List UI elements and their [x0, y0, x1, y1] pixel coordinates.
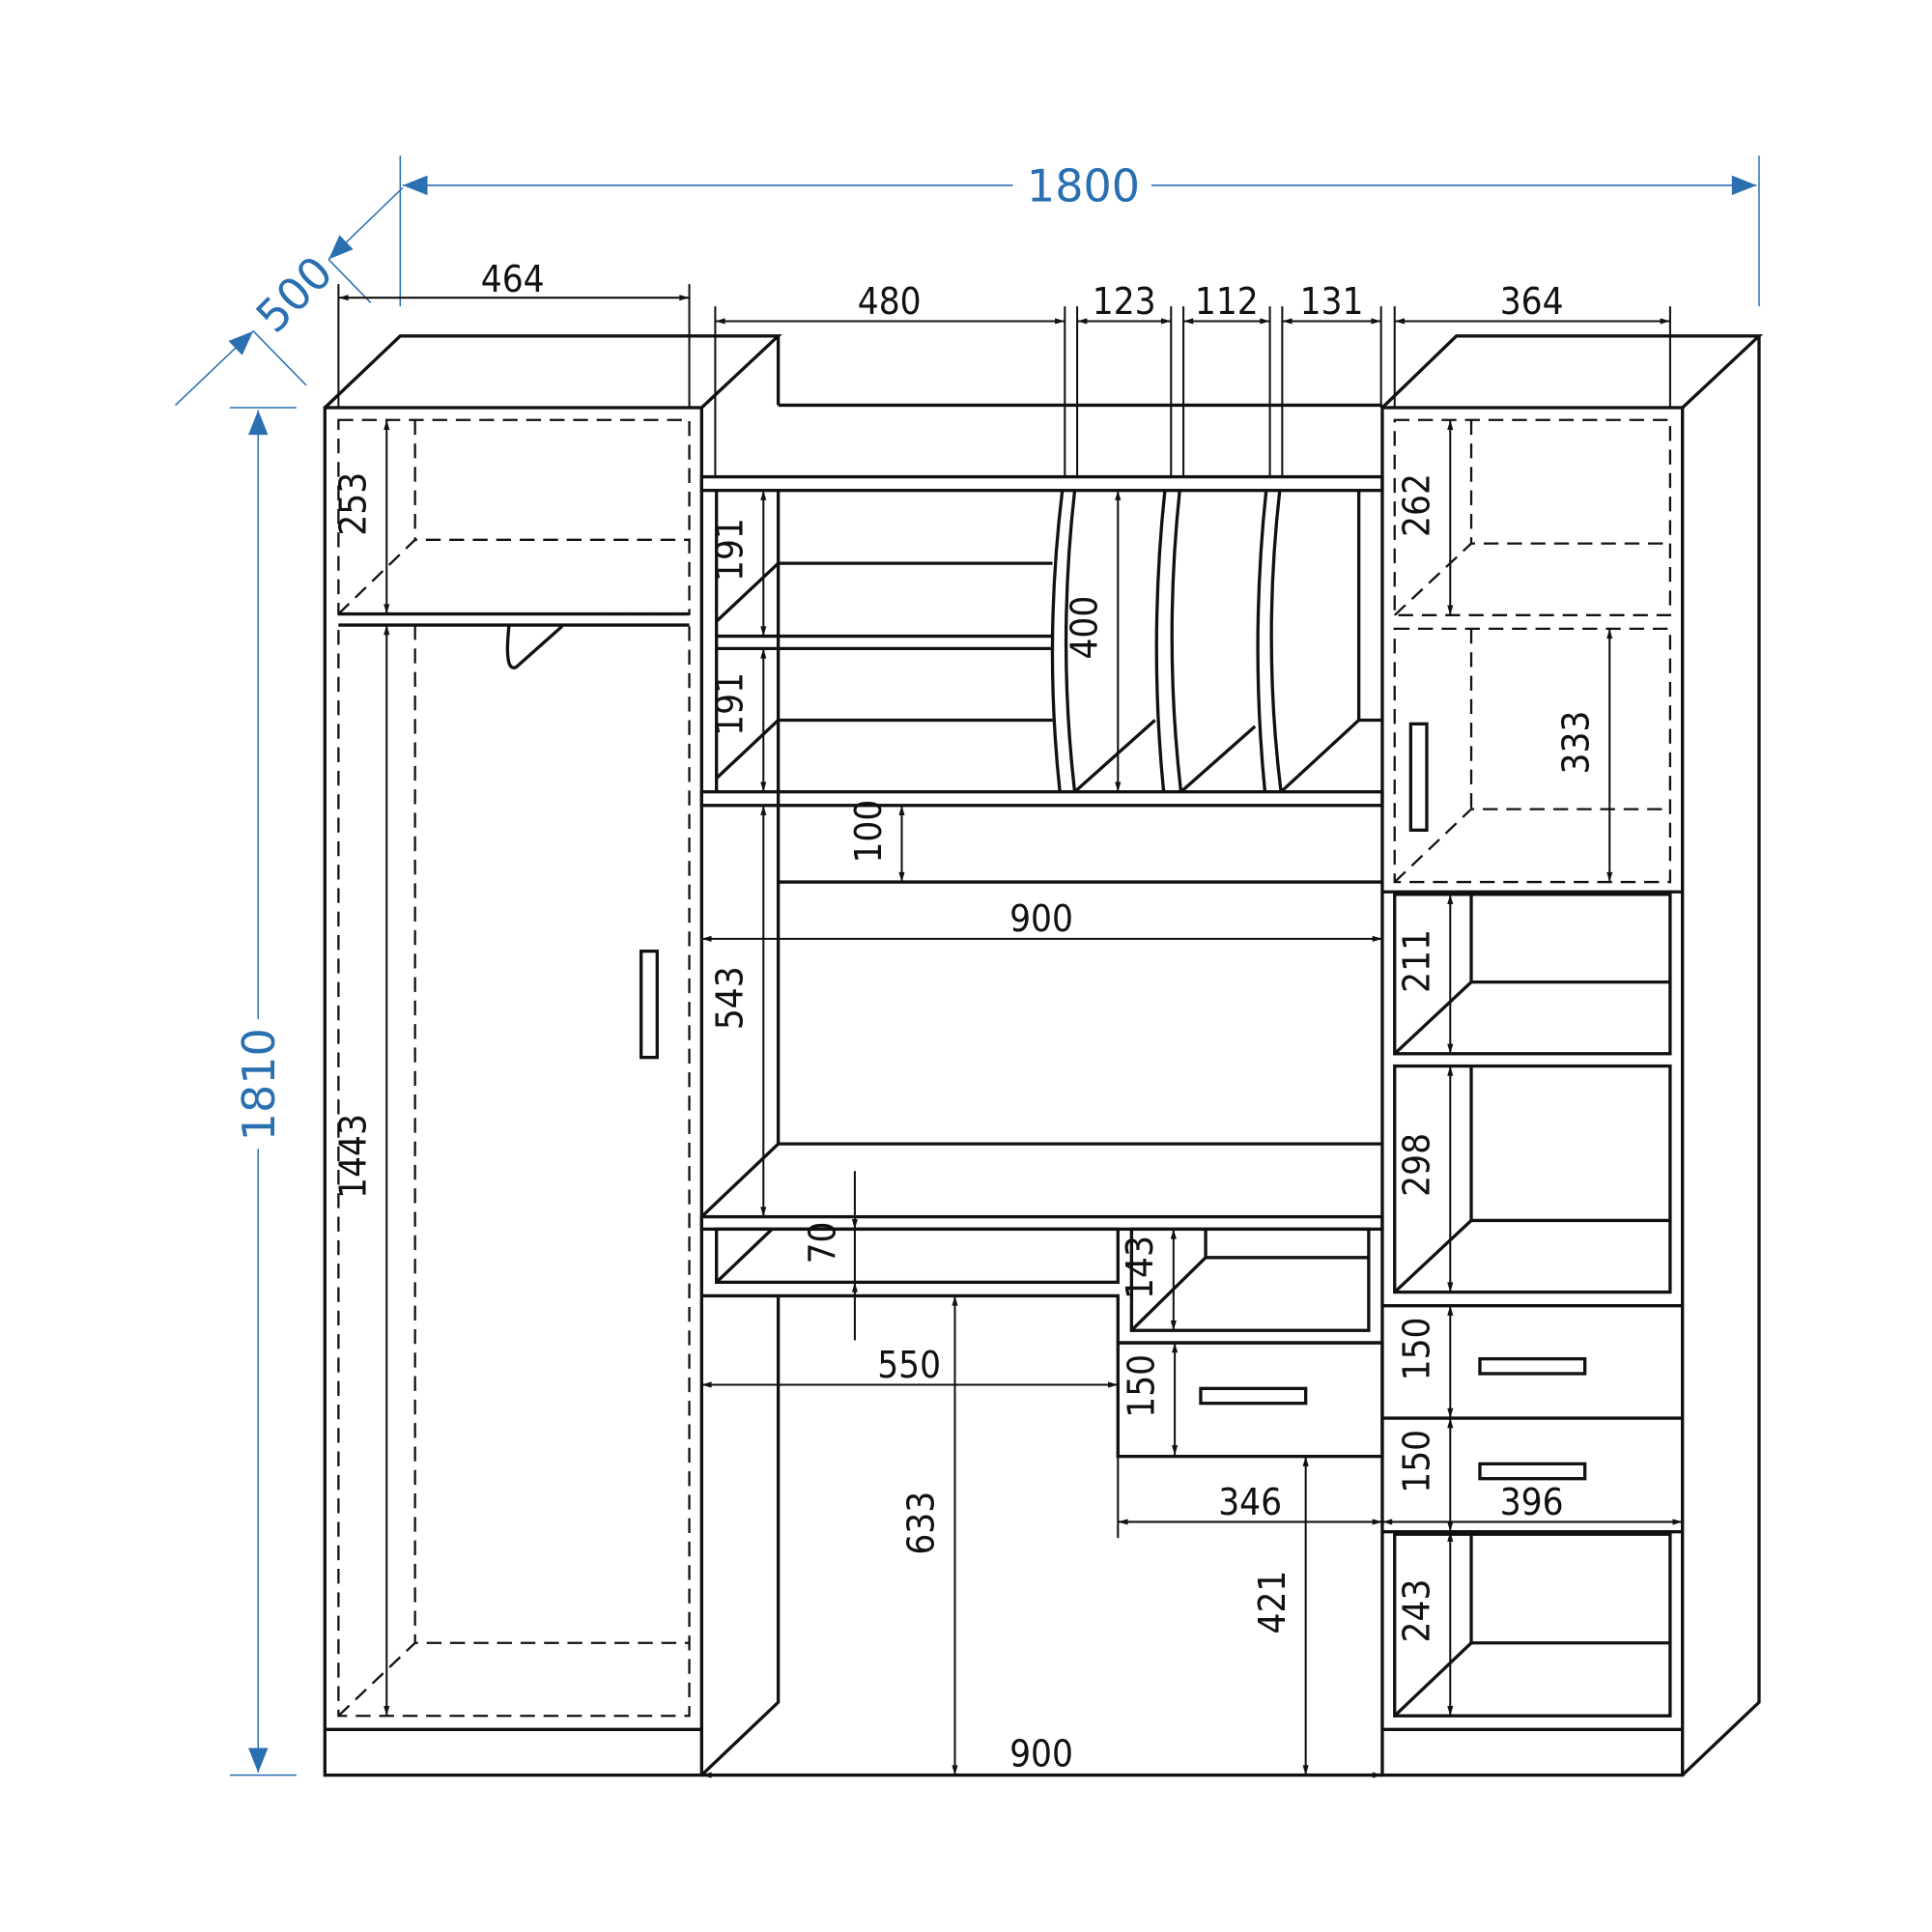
dim-label: 131 [1300, 280, 1364, 324]
dim-label: 333 [1555, 711, 1599, 775]
right-cabinet [1380, 334, 1764, 1777]
dim-label: 262 [1396, 473, 1439, 537]
dim-label: 150 [1396, 1430, 1439, 1493]
dim-label: 421 [1251, 1571, 1294, 1634]
overall-width-label: 1800 [1027, 159, 1140, 212]
dim-label: 70 [801, 1221, 844, 1264]
dim-label: 464 [481, 258, 545, 301]
dim-label: 396 [1500, 1481, 1564, 1524]
dim-label: 243 [1396, 1579, 1439, 1643]
dim-label: 150 [1396, 1317, 1439, 1380]
dimensions: 464 480 123 112 131 364 253 1443 191 191… [332, 258, 1683, 1778]
dim-label: 346 [1218, 1481, 1282, 1524]
dim-label: 191 [709, 518, 753, 582]
overall-height-label: 1810 [233, 1028, 285, 1141]
door-handle [1408, 722, 1429, 832]
dim-label: 900 [1009, 1733, 1073, 1776]
dim-label: 1443 [332, 1114, 376, 1199]
dim-label: 211 [1396, 929, 1439, 993]
dim-label: 550 [877, 1344, 941, 1387]
dim-label: 400 [1064, 596, 1107, 660]
door-handle [639, 949, 659, 1060]
dim-label: 253 [332, 472, 376, 536]
dim-label: 143 [1119, 1236, 1162, 1299]
dim-label: 123 [1093, 280, 1156, 324]
hanger-hook-icon [505, 625, 563, 669]
dim-label: 150 [1120, 1354, 1163, 1418]
dim-label: 633 [900, 1492, 944, 1555]
dim-label: 298 [1396, 1133, 1439, 1197]
dim-label: 364 [1500, 280, 1564, 324]
dim-label: 480 [858, 280, 922, 324]
drawer-handle [1199, 1386, 1308, 1406]
dim-label: 100 [847, 800, 891, 864]
dim-label: 112 [1195, 280, 1259, 324]
left-cabinet [323, 334, 782, 1777]
middle-section [699, 403, 1384, 1777]
overall-depth-label: 500 [245, 245, 342, 342]
drawer-handle [1478, 1462, 1587, 1481]
dim-label: 900 [1009, 897, 1073, 941]
dim-label: 543 [709, 966, 753, 1030]
dim-label: 191 [709, 672, 753, 736]
drawer-handle [1478, 1356, 1587, 1376]
